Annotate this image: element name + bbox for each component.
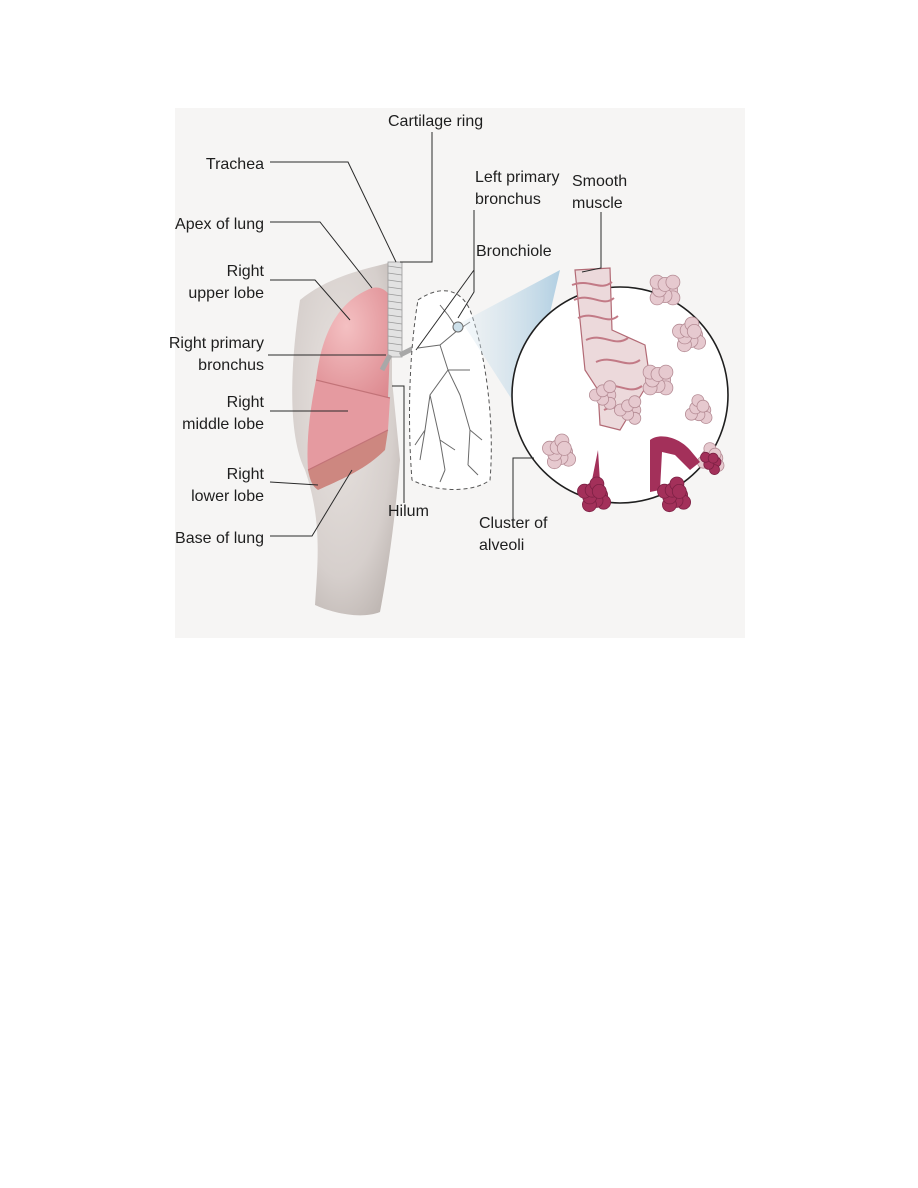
label-line: Smooth: [572, 173, 627, 190]
cartilage-ring-shape: [387, 321, 403, 325]
label-line: Base of lung: [175, 530, 264, 547]
left-lung: [409, 290, 492, 490]
alveolus: [658, 364, 674, 380]
label-line: bronchus: [198, 357, 264, 374]
cartilage-ring-shape: [387, 279, 403, 283]
cartilage-ring-shape: [387, 265, 403, 269]
alveolus: [696, 399, 710, 413]
cartilage-ring-shape: [387, 293, 403, 297]
label-line: Bronchiole: [476, 243, 552, 260]
alveolus: [665, 274, 681, 290]
label-line: lower lobe: [191, 488, 264, 505]
label-line: Right: [227, 466, 265, 483]
label-right-upper-lobe: Right upper lobe: [188, 263, 264, 302]
alveolus: [628, 395, 642, 409]
label-line: bronchus: [475, 191, 541, 208]
cartilage-ring-shape: [387, 286, 403, 290]
label-line: muscle: [572, 195, 623, 212]
right-lung: [307, 287, 392, 490]
alveoli-clusters-dark: [592, 436, 700, 492]
label-line: middle lobe: [182, 416, 264, 433]
label-line: Right: [227, 263, 265, 280]
trachea-shape: [379, 261, 422, 372]
label-line: Apex of lung: [175, 216, 264, 233]
label-line: Trachea: [206, 156, 264, 173]
zoom-wedge: [462, 270, 560, 420]
alveolus: [686, 323, 702, 339]
cartilage-ring-shape: [387, 328, 403, 332]
label-trachea: Trachea: [206, 156, 264, 173]
left-lung-outline: [409, 290, 492, 490]
alveolus: [556, 440, 572, 456]
label-left-primary-bronchus: Left primary bronchus: [475, 169, 559, 208]
lobe-fissures: [307, 379, 391, 471]
cartilage-ring-shape: [387, 272, 403, 276]
label-hilum: Hilum: [388, 503, 429, 520]
alveolus: [603, 380, 617, 394]
label-right-middle-lobe: Right middle lobe: [182, 394, 264, 433]
labels: Cartilage ring Trachea Apex of lung Righ…: [169, 113, 627, 554]
label-line: upper lobe: [188, 285, 264, 302]
alveolus: [707, 452, 719, 464]
label-line: Left primary: [475, 169, 559, 186]
cartilage-ring-shape: [387, 342, 403, 346]
label-smooth-muscle: Smooth muscle: [572, 173, 627, 212]
label-base-of-lung: Base of lung: [175, 530, 264, 547]
cartilage-ring-shape: [387, 335, 403, 339]
label-line: Cartilage ring: [388, 113, 483, 130]
label-bronchiole: Bronchiole: [476, 243, 552, 260]
bronchiole-marker: [452, 321, 464, 333]
label-cartilage-ring: Cartilage ring: [388, 113, 483, 130]
alveolus: [671, 483, 687, 499]
label-line: Cluster of: [479, 515, 548, 532]
right-lower-lobe: [308, 430, 388, 490]
label-cluster-of-alveoli: Cluster of alveoli: [479, 515, 548, 554]
alveoli-clusters-light: [542, 274, 725, 472]
bronchial-tree: [414, 304, 483, 483]
label-right-primary-bronchus: Right primary bronchus: [169, 335, 264, 374]
label-line: Right: [227, 394, 265, 411]
label-line: alveoli: [479, 537, 524, 554]
cartilage-ring-shape: [387, 349, 403, 353]
cartilage-ring-shape: [387, 307, 403, 311]
right-middle-lobe: [307, 380, 390, 470]
right-upper-lobe: [316, 287, 392, 398]
leader-lines: [268, 132, 602, 537]
cartilage-ring-shape: [387, 314, 403, 318]
cartilage-ring-shape: [387, 300, 403, 304]
label-line: Right primary: [169, 335, 264, 352]
label-line: Hilum: [388, 503, 429, 520]
magnified-view: [511, 267, 729, 513]
label-right-lower-lobe: Right lower lobe: [191, 466, 264, 505]
label-apex-of-lung: Apex of lung: [175, 216, 264, 233]
alveolus: [591, 483, 607, 499]
